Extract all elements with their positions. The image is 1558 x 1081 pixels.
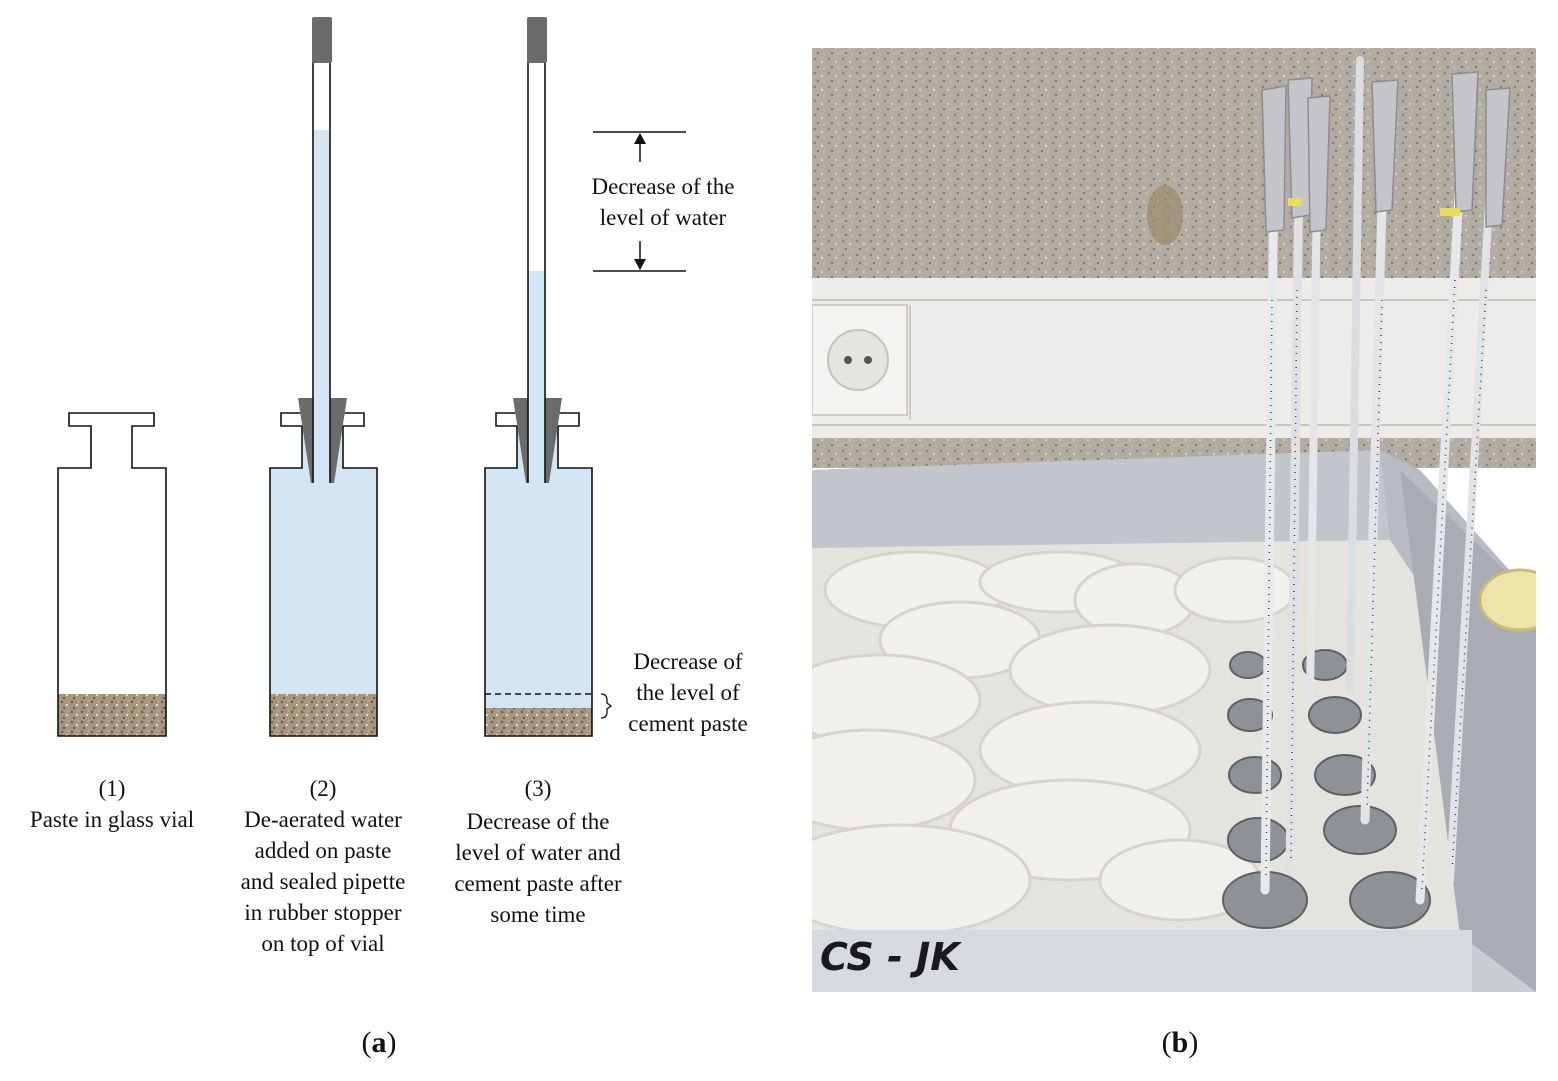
pipette-water (313, 130, 330, 483)
step-caption-line: Paste in glass vial (30, 807, 194, 832)
pipette-water (528, 271, 545, 483)
water-dim-line-1: Decrease of the (591, 174, 734, 199)
arrow-up-icon (634, 133, 646, 144)
brace-icon (600, 693, 613, 719)
schematic-panel: Decrease of the level of water Decrease … (30, 17, 748, 1059)
pipette-cap (527, 17, 547, 63)
step-caption-line: on top of vial (261, 931, 384, 956)
water-fill (485, 426, 592, 736)
step-caption-line: level of water and (455, 840, 621, 865)
step-number: (1) (99, 776, 126, 801)
paste-dim-line-1: Decrease of (633, 649, 743, 674)
glass-vial (57, 412, 167, 737)
paste-dim-line-3: cement paste (628, 711, 747, 736)
step-2-caption: (2) De-aerated water added on paste and … (241, 776, 406, 956)
vial-2 (269, 17, 378, 737)
step-caption-line: De-aerated water (244, 807, 402, 832)
step-caption-line: and sealed pipette (241, 869, 406, 894)
photo-panel: CS - JK (b) (812, 48, 1536, 1059)
panel-a-label: (a) (362, 1026, 397, 1059)
step-caption-line: some time (490, 902, 585, 927)
cable-trunking (812, 278, 1536, 438)
step-3-caption: (3) Decrease of the level of water and c… (454, 776, 622, 927)
vial-1 (57, 412, 167, 737)
water-level-dimension: Decrease of the level of water (591, 131, 735, 272)
step-caption-line: added on paste (255, 838, 392, 863)
cement-paste (58, 694, 166, 736)
step-number: (2) (310, 776, 337, 801)
glass-vial (269, 412, 378, 737)
vial-3 (484, 17, 593, 737)
water-fill (270, 426, 377, 736)
tray-marking: CS - JK (820, 935, 962, 979)
panel-b-label: (b) (1162, 1026, 1199, 1059)
foil-wrapped-vials (1222, 649, 1431, 929)
step-1-caption: (1) Paste in glass vial (30, 776, 194, 832)
granite-wall (812, 48, 1536, 278)
foil-caps (1261, 71, 1511, 233)
paste-dim-line-2: the level of (636, 680, 740, 705)
step-caption-line: cement paste after (454, 871, 622, 896)
pipette-cap (312, 17, 332, 63)
water-dim-line-2: level of water (600, 205, 727, 230)
glass-vial (484, 412, 593, 737)
step-caption-line: Decrease of the (466, 809, 609, 834)
cement-paste (270, 694, 377, 736)
step-caption-line: in rubber stopper (244, 900, 401, 925)
arrow-down-icon (634, 259, 646, 270)
paste-level-annotation: Decrease of the level of cement paste (600, 649, 748, 736)
cement-paste (485, 708, 592, 736)
step-number: (3) (525, 776, 552, 801)
